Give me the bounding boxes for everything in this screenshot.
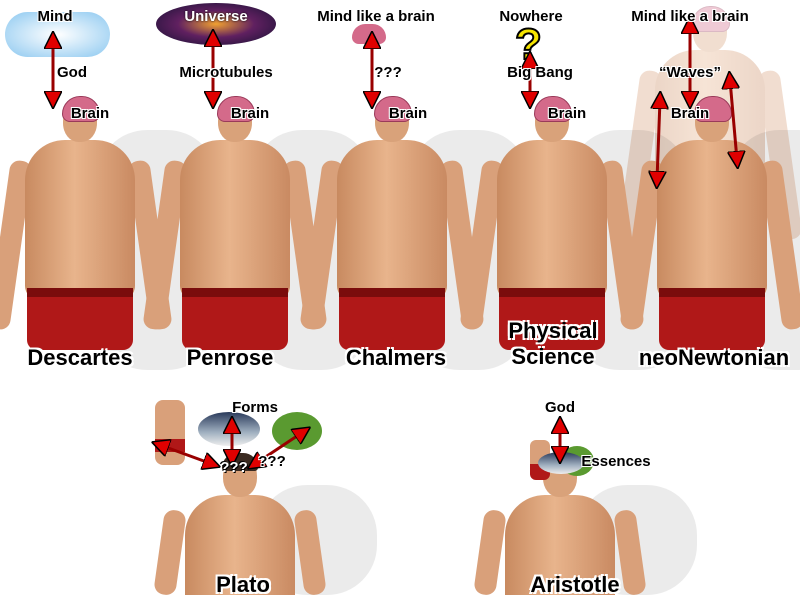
name-descartes: Descartes: [27, 345, 133, 370]
brain-icon: [217, 96, 255, 122]
label-brain: Brain: [388, 105, 428, 122]
arrow: [160, 445, 212, 464]
figure-neonewtonian: [619, 96, 800, 370]
brain-icon: [534, 96, 572, 122]
label-unknown: ???: [374, 64, 402, 81]
label-head-unknown: ???: [220, 459, 248, 476]
label-brain: Brain: [70, 105, 110, 122]
label-universe: Universe: [184, 8, 248, 25]
label-mind: Mind: [37, 8, 73, 25]
label-brain: Brain: [547, 105, 587, 122]
arrow: [255, 432, 303, 464]
label-unknown: ???: [258, 453, 286, 470]
label-waves: “Waves”: [659, 64, 721, 81]
name-penrose: Penrose: [186, 345, 274, 370]
label-brain: Brain: [670, 105, 710, 122]
label-essences: Essences: [581, 453, 651, 470]
label-big-bang: Big Bang: [507, 64, 573, 81]
name-aristotle: Aristotle: [530, 572, 620, 597]
label-mind-like-a-brain: Mind like a brain: [631, 8, 749, 25]
label-mind-like-a-brain: Mind like a brain: [317, 8, 435, 25]
label-brain: Brain: [230, 105, 270, 122]
label-microtubules: Microtubules: [179, 64, 273, 81]
label-forms: Forms: [232, 399, 278, 416]
name-neonewtonian: neoNewtonian: [638, 345, 790, 370]
arrow: [730, 80, 737, 160]
figure-chalmers: [299, 96, 529, 370]
label-god: God: [545, 399, 575, 416]
label-god: God: [57, 64, 87, 81]
name-line: Physical: [508, 318, 598, 343]
name-plato: Plato: [216, 572, 270, 597]
name-line: Science: [511, 344, 595, 369]
name-chalmers: Chalmers: [345, 345, 447, 370]
brain-icon: [62, 96, 100, 122]
figure-aristotle: [473, 453, 697, 597]
arrow: [657, 100, 660, 180]
label-nowhere: Nowhere: [499, 8, 563, 25]
